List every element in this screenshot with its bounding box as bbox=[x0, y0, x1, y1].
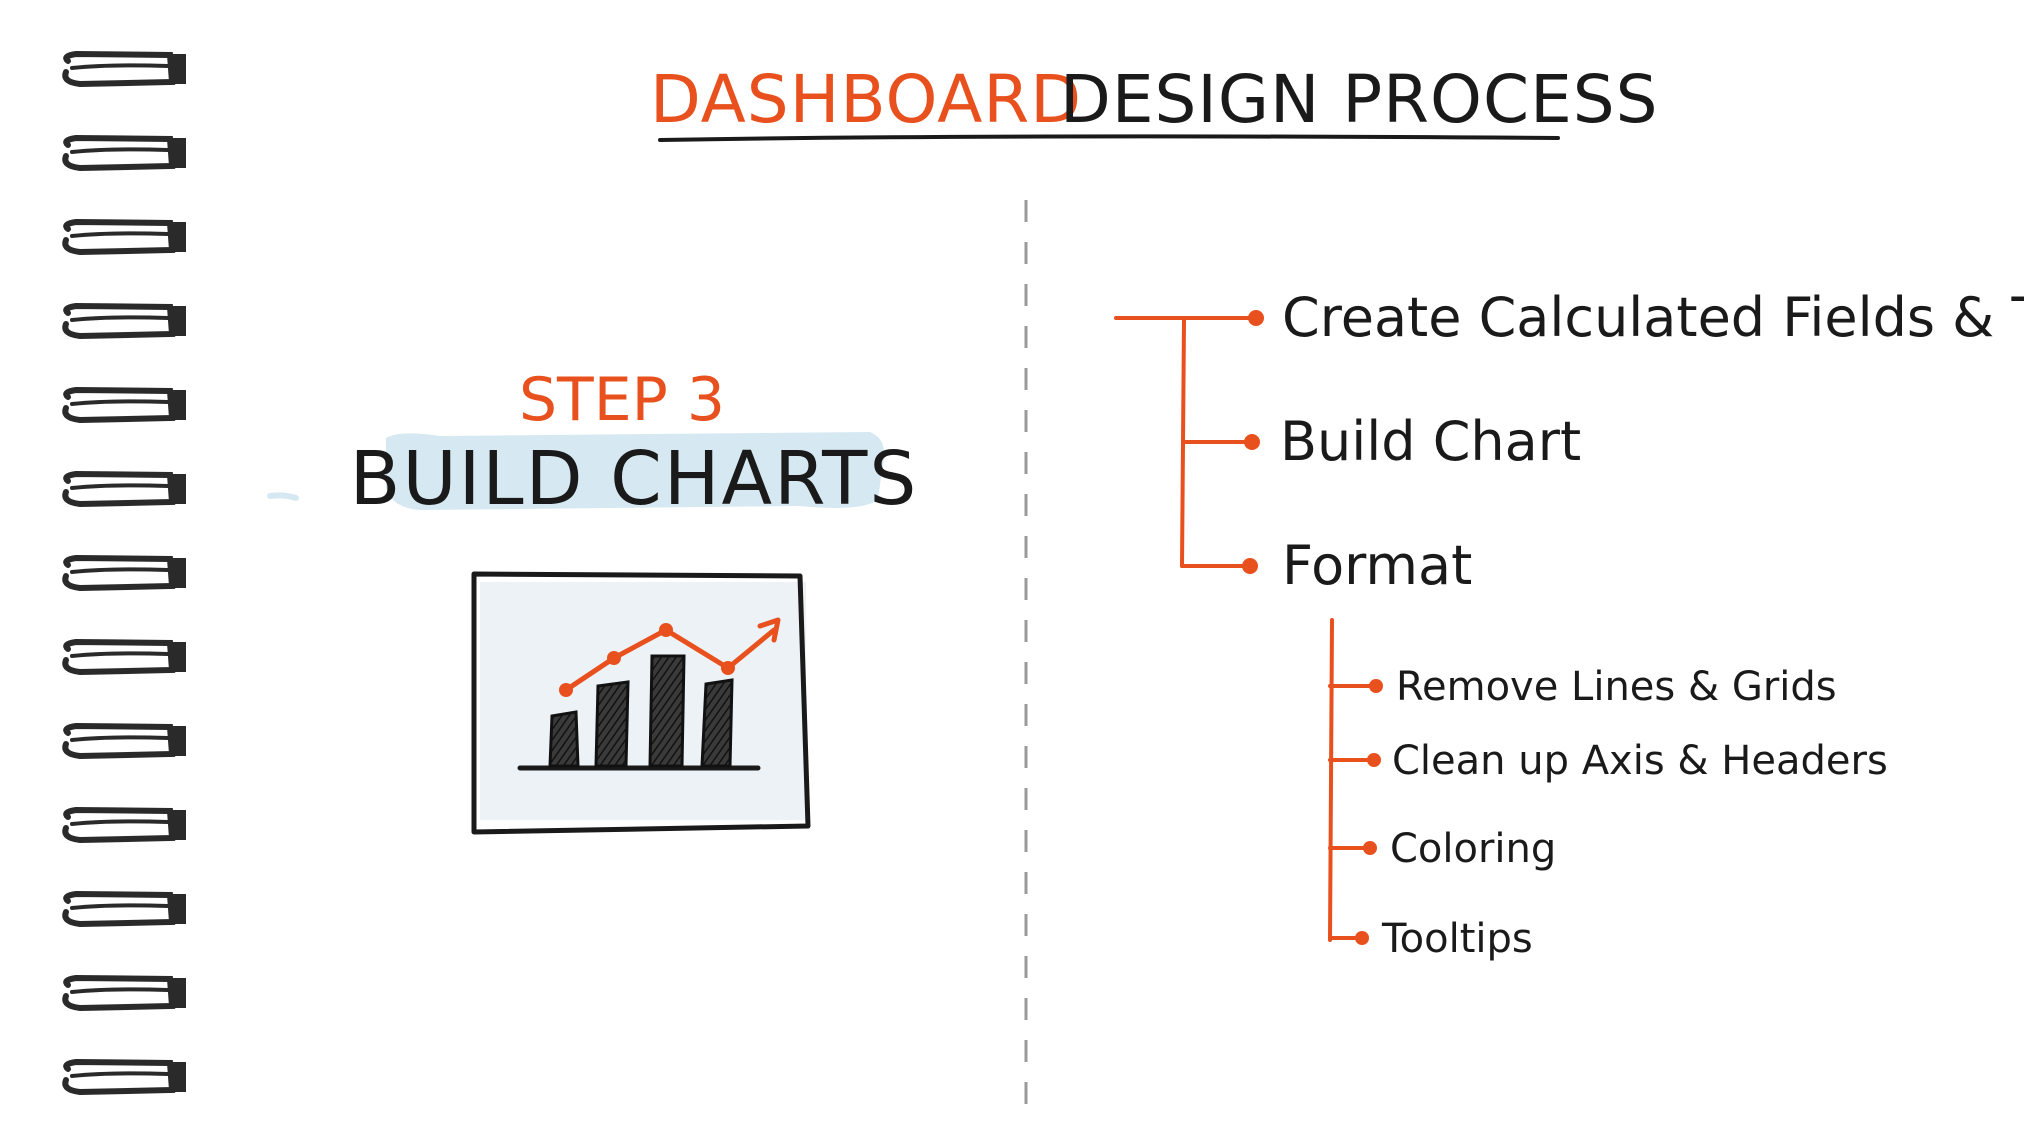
spiral-ring-icon bbox=[62, 1058, 186, 1096]
spiral-ring-icon bbox=[62, 638, 186, 676]
spiral-ring-icon bbox=[62, 890, 186, 928]
node-dot bbox=[1242, 558, 1258, 574]
node-dot bbox=[1355, 931, 1369, 945]
item-create-calculated-fields: Create Calculated Fields & Test bbox=[1282, 286, 2024, 349]
subtree-trunk bbox=[1328, 618, 1334, 942]
subitem-remove-lines-grids: Remove Lines & Grids bbox=[1396, 664, 1837, 710]
title-highlight-swash bbox=[386, 432, 885, 510]
title-highlight: DASHBOARD bbox=[650, 61, 1082, 138]
subitem-tooltips: Tooltips bbox=[1381, 916, 1533, 962]
subitem-clean-up-axis-headers: Clean up Axis & Headers bbox=[1392, 738, 1888, 784]
node-dot bbox=[1363, 841, 1377, 855]
title-underline bbox=[658, 134, 1560, 142]
spiral-ring-icon bbox=[62, 134, 186, 172]
spiral-ring-icon bbox=[62, 302, 186, 340]
node-dot bbox=[1248, 310, 1264, 326]
node-dot bbox=[1367, 753, 1381, 767]
node-dot bbox=[1244, 434, 1260, 450]
subitem-coloring: Coloring bbox=[1390, 826, 1556, 872]
spiral-ring-icon bbox=[62, 806, 186, 844]
step-block: STEP 3 BUILD CHARTS bbox=[267, 365, 919, 522]
spiral-ring-icon bbox=[62, 722, 186, 760]
tree-labels: Create Calculated Fields & Test Build Ch… bbox=[1280, 286, 2024, 962]
process-tree bbox=[1114, 316, 1374, 942]
step-label: STEP 3 bbox=[519, 365, 725, 435]
spiral-ring-icon bbox=[62, 974, 186, 1012]
chart-sketch-icon bbox=[471, 571, 811, 835]
spiral-ring-icon bbox=[62, 470, 186, 508]
spiral-ring-icon bbox=[62, 386, 186, 424]
item-format: Format bbox=[1282, 534, 1472, 597]
step-title: BUILD CHARTS bbox=[350, 436, 919, 522]
spiral-ring-icon bbox=[62, 218, 186, 256]
page-title: DASHBOARD DESIGN PROCESS bbox=[650, 61, 1659, 142]
title-rest: DESIGN PROCESS bbox=[1060, 61, 1659, 138]
spiral-ring-icon bbox=[62, 554, 186, 592]
spiral-ring-icon bbox=[62, 50, 186, 88]
spiral-binding-icon bbox=[62, 50, 186, 1096]
swash-fleck bbox=[267, 492, 299, 501]
tree-nodes bbox=[1242, 310, 1383, 945]
item-build-chart: Build Chart bbox=[1280, 410, 1581, 473]
node-dot bbox=[1369, 679, 1383, 693]
